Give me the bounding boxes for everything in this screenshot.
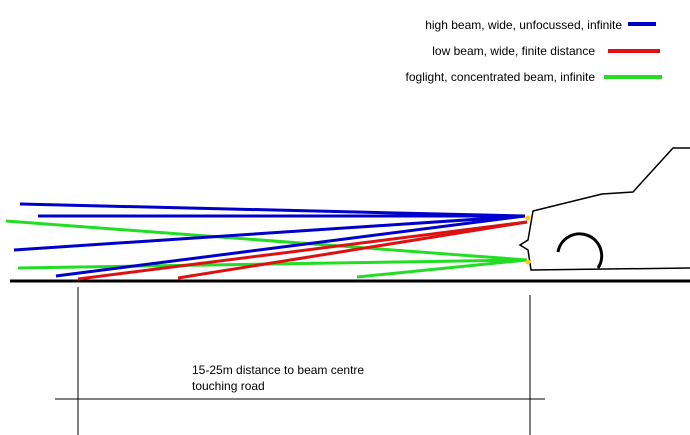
legend-label-low-beam: low beam, wide, finite distance [432, 44, 595, 58]
high-beam-beam [19, 202, 526, 218]
distance-caption-line-1: 15-25m distance to beam centre [192, 363, 364, 377]
foglight-lamp [525, 259, 531, 265]
foglight-beam [356, 258, 528, 279]
legend-label-high-beam: high beam, wide, unfocussed, infinite [425, 18, 622, 32]
legend-item-foglight: foglight, concentrated beam, infinite [406, 70, 662, 84]
high-beam-beams [13, 202, 526, 278]
legend-item-high-beam: high beam, wide, unfocussed, infinite [425, 18, 656, 32]
low-beam-beam [77, 220, 528, 281]
distance-caption-line-2: touching road [192, 379, 265, 393]
high-beam-beam [13, 214, 526, 252]
car-wheel [556, 232, 604, 269]
foglight-beam [5, 219, 528, 262]
car-body-outline [518, 147, 690, 271]
distance-caption: 15-25m distance to beam centre touching … [192, 363, 364, 393]
headlight-lamp [525, 215, 531, 221]
legend-item-low-beam: low beam, wide, finite distance [432, 44, 660, 58]
low-beam-beams [77, 220, 528, 281]
legend-label-foglight: foglight, concentrated beam, infinite [406, 70, 596, 84]
high-beam-beam [55, 214, 526, 278]
low-beam-beam [177, 220, 528, 280]
car [518, 147, 690, 271]
distance-marker [55, 287, 545, 435]
legend: high beam, wide, unfocussed, infinite lo… [406, 18, 662, 84]
